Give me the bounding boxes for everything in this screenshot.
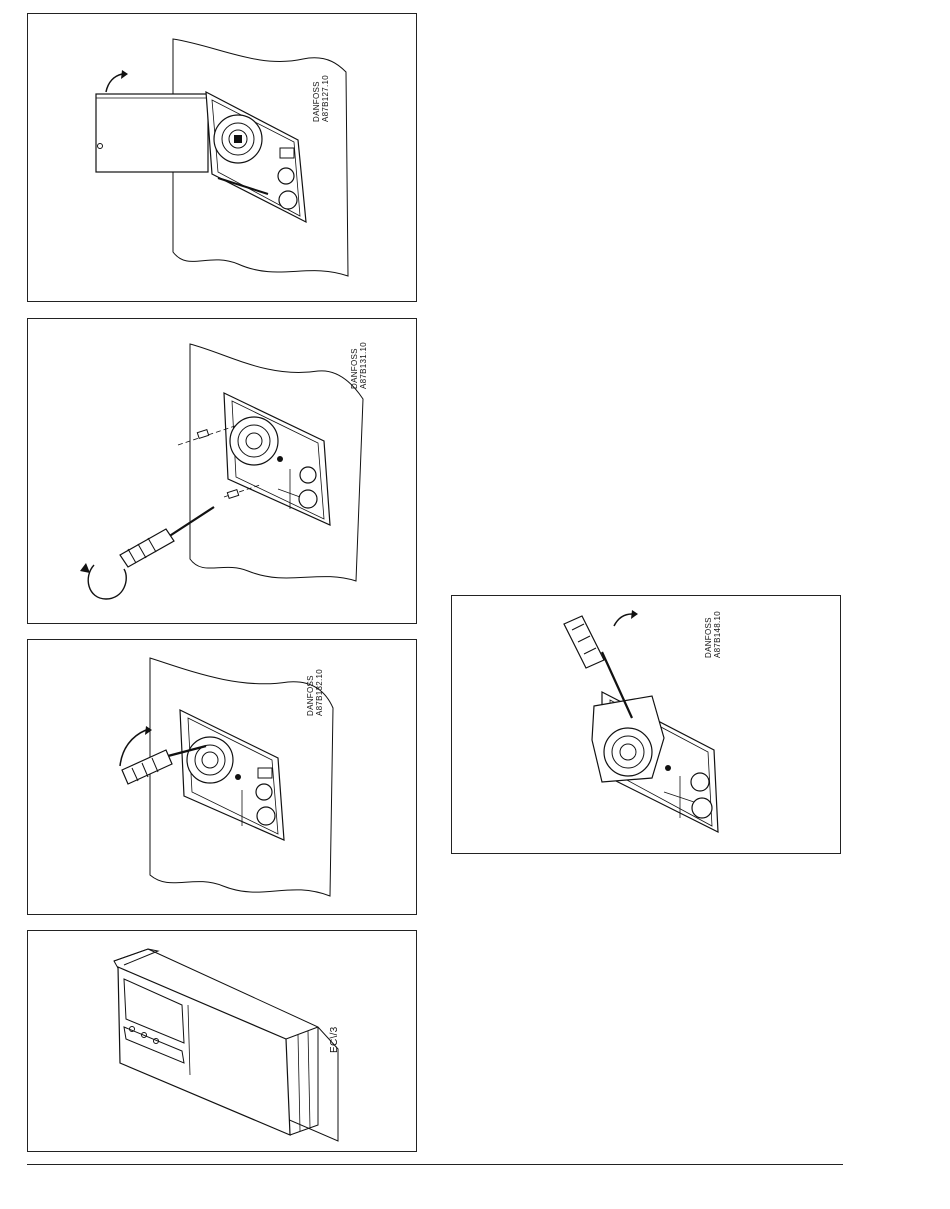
figure-4-label: EC\/3	[330, 1026, 339, 1053]
figure-5-brand: DANFOSS	[704, 611, 713, 658]
figure-2-screw-mounting: DANFOSS A87B131.10	[27, 318, 417, 624]
figure-3-code: A87B132.10	[315, 669, 324, 716]
figure-5-label: DANFOSS A87B148.10	[704, 611, 722, 658]
figure-1-open-cover: DANFOSS A87B127.10	[27, 13, 417, 302]
figure-5-remove-dial-module: DANFOSS A87B148.10	[451, 595, 841, 854]
figure-3-label: DANFOSS A87B132.10	[306, 669, 324, 716]
figure-1-label: DANFOSS A87B127.10	[312, 75, 330, 122]
figure-3-drawing	[28, 640, 418, 916]
figure-4-controller-box: EC\/3	[27, 930, 417, 1152]
figure-2-brand: DANFOSS	[350, 342, 359, 389]
figure-2-label: DANFOSS A87B131.10	[350, 342, 368, 389]
figure-3-brand: DANFOSS	[306, 669, 315, 716]
figure-3-pry-front: DANFOSS A87B132.10	[27, 639, 417, 915]
figure-1-drawing	[28, 14, 418, 303]
figure-5-code: A87B148.10	[713, 611, 722, 658]
figure-1-code: A87B127.10	[321, 75, 330, 122]
footer-rule	[27, 1164, 843, 1165]
figure-4-code: EC\/3	[330, 1026, 339, 1053]
figure-2-code: A87B131.10	[359, 342, 368, 389]
figure-5-drawing	[452, 596, 842, 855]
figure-1-brand: DANFOSS	[312, 75, 321, 122]
figure-4-drawing	[28, 931, 418, 1153]
